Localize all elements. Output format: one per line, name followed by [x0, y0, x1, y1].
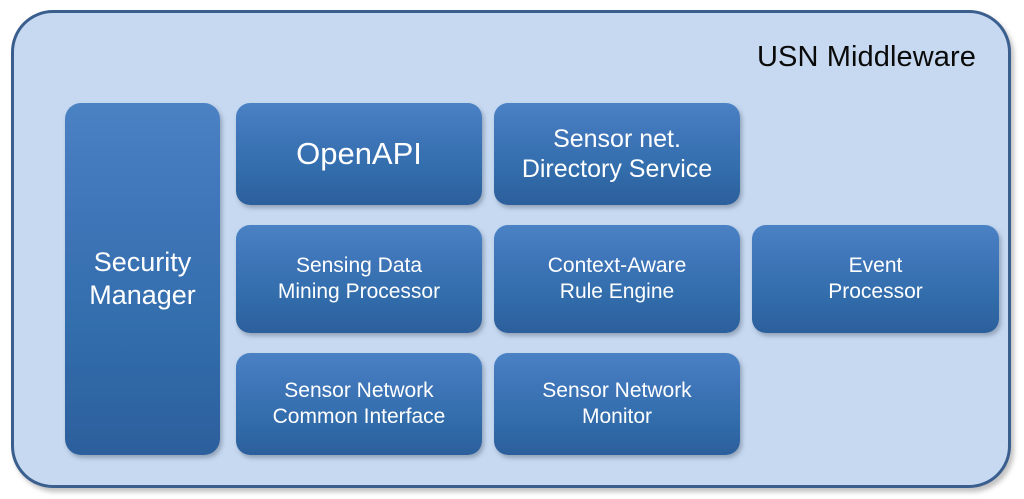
module-label-open-api: OpenAPI: [296, 136, 422, 172]
module-sensing-data-mining-processor[interactable]: Sensing Data Mining Processor: [236, 225, 482, 333]
module-sensor-network-monitor[interactable]: Sensor Network Monitor: [494, 353, 740, 455]
module-sensor-network-common-interface[interactable]: Sensor Network Common Interface: [236, 353, 482, 455]
module-label-security-manager: Security Manager: [89, 247, 196, 310]
module-label-sensor-network-common-interface: Sensor Network Common Interface: [272, 379, 446, 428]
module-security-manager[interactable]: Security Manager: [65, 103, 220, 455]
module-label-sensor-network-monitor: Sensor Network Monitor: [542, 379, 692, 428]
module-label-context-aware-rule-engine: Context-Aware Rule Engine: [547, 254, 687, 303]
module-event-processor[interactable]: Event Processor: [752, 225, 999, 333]
page-title: USN Middleware: [757, 41, 976, 73]
module-label-sensing-data-mining-processor: Sensing Data Mining Processor: [277, 254, 441, 303]
usn-middleware-container: USN Middleware Security Manager OpenAPI …: [11, 10, 1011, 488]
module-context-aware-rule-engine[interactable]: Context-Aware Rule Engine: [494, 225, 740, 333]
module-sensor-net-directory-service[interactable]: Sensor net. Directory Service: [494, 103, 740, 205]
module-open-api[interactable]: OpenAPI: [236, 103, 482, 205]
module-label-event-processor: Event Processor: [828, 254, 923, 303]
module-label-sensor-net-directory-service: Sensor net. Directory Service: [521, 124, 713, 184]
